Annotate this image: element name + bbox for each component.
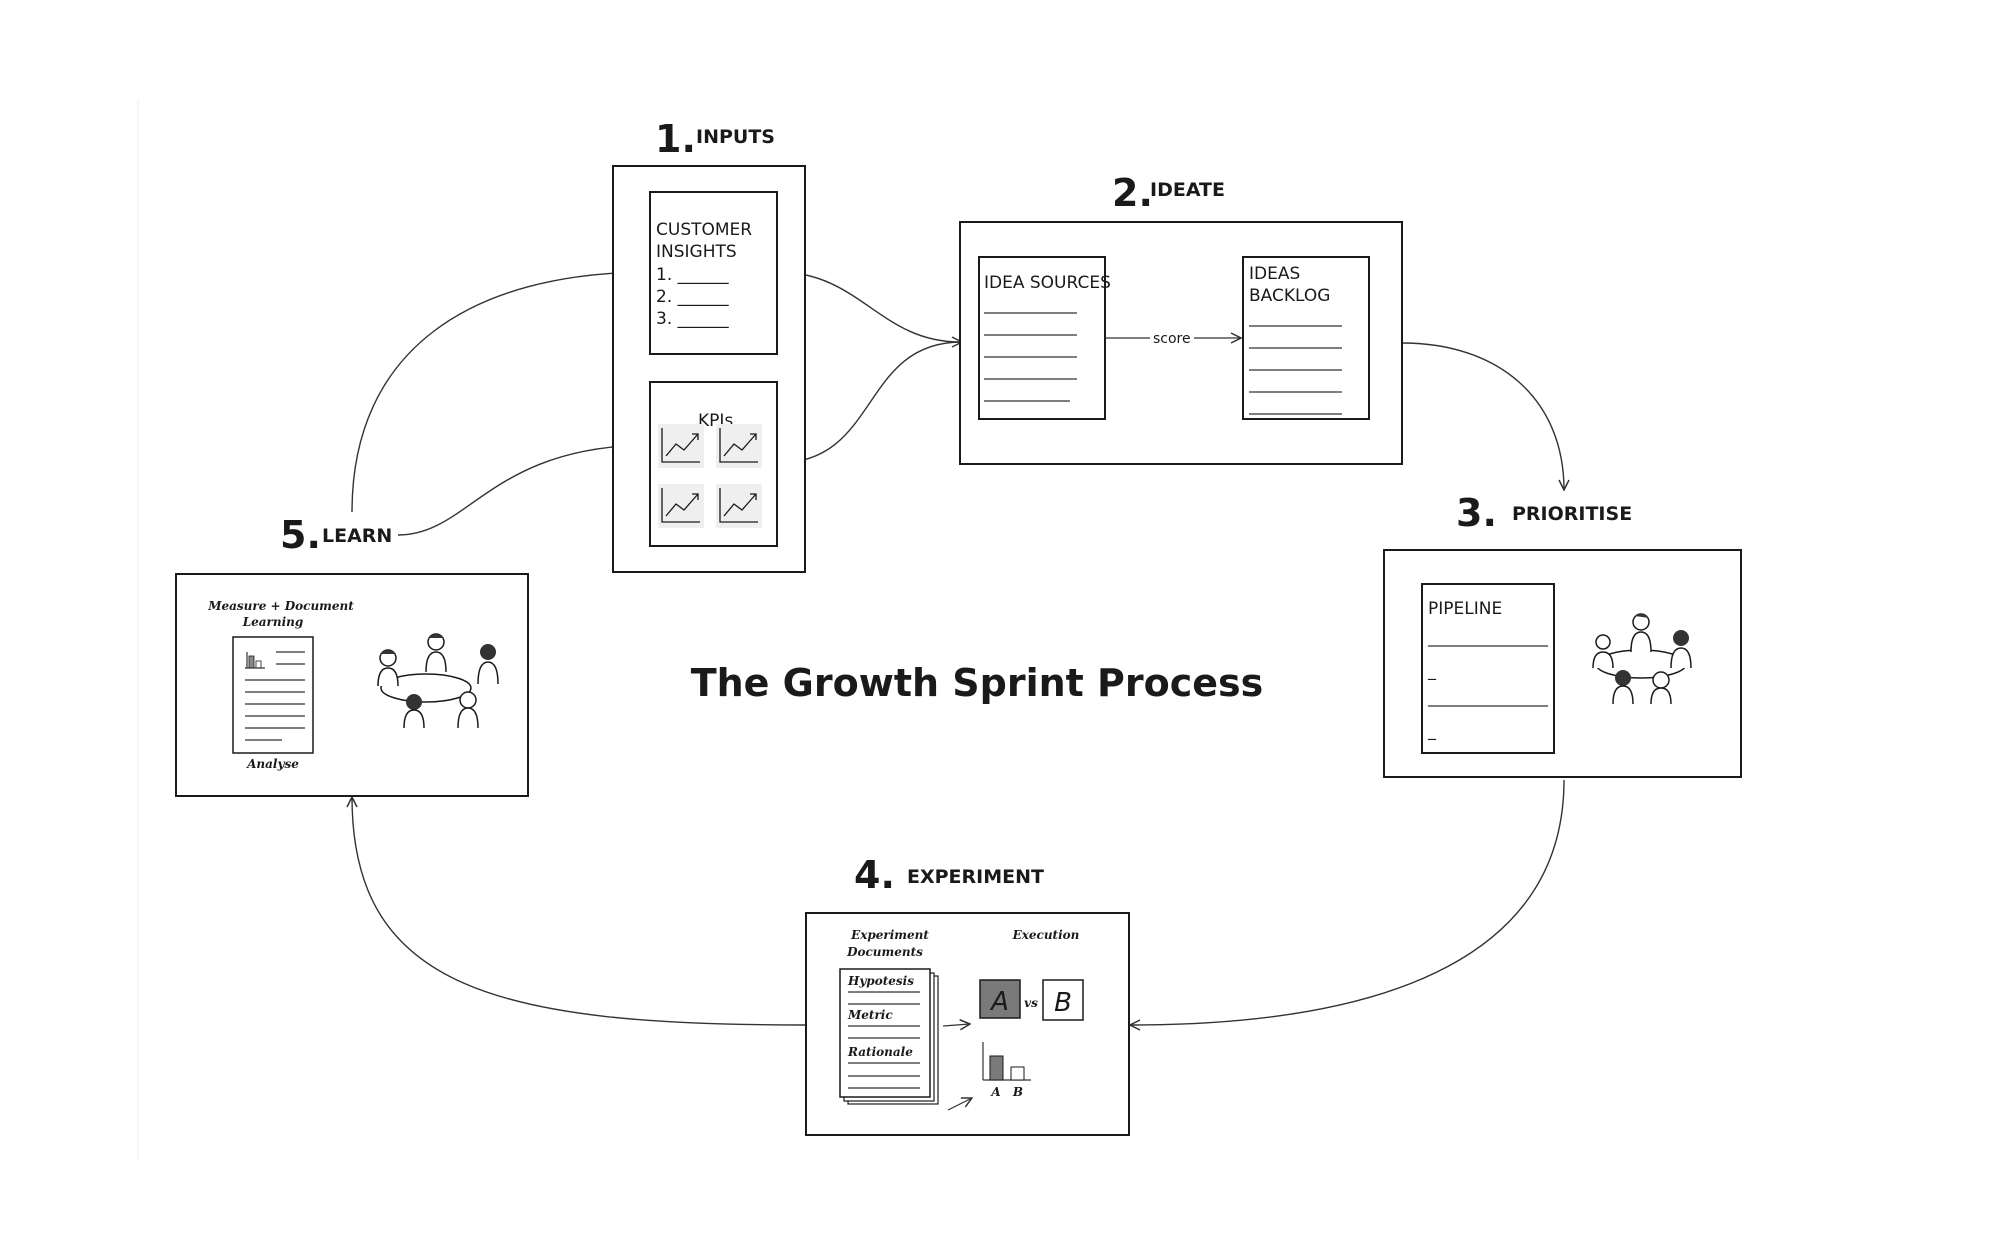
- step-label: IDEATE: [1150, 179, 1225, 201]
- step-label: INPUTS: [696, 126, 775, 148]
- svg-text:A: A: [990, 1085, 1000, 1099]
- results-arrow: [947, 1098, 972, 1111]
- step-inputs: 1. INPUTS CUSTOMER INSIGHTS 1. ______ 2.…: [612, 117, 806, 573]
- doc-field: Metric: [847, 1008, 893, 1022]
- analyse-caption: Analyse: [246, 757, 299, 771]
- execution-heading: Execution: [1012, 928, 1080, 942]
- svg-text:Learning: Learning: [242, 615, 304, 629]
- customer-insights-title: CUSTOMER: [656, 220, 752, 240]
- step-ideate: 2. IDEATE IDEA SOURCES score IDEAS BACKL…: [959, 171, 1403, 465]
- ideas-backlog-title: IDEAS: [1249, 264, 1300, 284]
- idea-sources-card: IDEA SOURCES: [978, 256, 1111, 420]
- step-label: PRIORITISE: [1512, 503, 1632, 525]
- svg-text:A: A: [989, 987, 1009, 1017]
- insight-item: 1. ______: [656, 265, 729, 285]
- kpi-chart-icon: [658, 424, 704, 468]
- experiment-documents-heading: Experiment: [850, 928, 929, 942]
- ab-results-chart: A B: [982, 1042, 1031, 1099]
- variant-a-card: A: [979, 979, 1021, 1019]
- vs-label: vs: [1024, 996, 1038, 1010]
- doc-field: Hypotesis: [847, 974, 914, 988]
- ideas-backlog-card: IDEAS BACKLOG: [1242, 256, 1370, 420]
- step-number: 4.: [854, 853, 895, 897]
- pipeline-card: PIPELINE _ _: [1421, 583, 1555, 754]
- svg-text:INSIGHTS: INSIGHTS: [656, 242, 737, 262]
- kpi-chart-icon: [716, 484, 762, 528]
- step-learn: 5. LEARN Measure + Document Learning Ana…: [175, 513, 529, 797]
- score-label: score: [1153, 331, 1191, 347]
- analysis-document: [232, 636, 314, 754]
- step-number: 3.: [1456, 491, 1497, 535]
- svg-text:BACKLOG: BACKLOG: [1249, 286, 1330, 306]
- svg-text:B: B: [1054, 988, 1072, 1018]
- step-number: 1.: [655, 117, 696, 161]
- experiment-documents-stack: Hypotesis Metric Rationale: [839, 968, 939, 1105]
- insight-item: 2. ______: [656, 287, 729, 307]
- step-label: EXPERIMENT: [907, 866, 1044, 888]
- connectors: [352, 272, 1564, 1025]
- learn-heading: Measure + Document: [207, 599, 354, 613]
- doc-field: Rationale: [847, 1045, 913, 1059]
- kpis-card: KPIs: [649, 381, 778, 547]
- connector-prioritise-to-experiment: [1130, 779, 1565, 1025]
- pipeline-title: PIPELINE: [1428, 599, 1502, 619]
- step-experiment: 4. EXPERIMENT Experiment Documents Execu…: [805, 853, 1130, 1136]
- connector-ideate-to-prioritise: [1401, 342, 1564, 490]
- team-meeting-illustration: [377, 633, 499, 729]
- step-label: LEARN: [322, 525, 392, 547]
- connector-insights-to-ideate: [777, 271, 961, 343]
- pipeline-item: _: [1427, 721, 1437, 741]
- pipeline-item: _: [1427, 661, 1437, 681]
- customer-insights-card: CUSTOMER INSIGHTS 1. ______ 2. ______ 3.…: [649, 191, 778, 355]
- connector-learn-to-insights: [351, 272, 652, 513]
- step-prioritise: 3. PRIORITISE PIPELINE _ _: [1383, 491, 1742, 778]
- step-number: 2.: [1112, 171, 1153, 215]
- idea-sources-title: IDEA SOURCES: [984, 273, 1111, 293]
- connector-learn-to-kpis: [397, 445, 652, 536]
- team-meeting-illustration: [1592, 613, 1692, 705]
- kpi-chart-icon: [716, 424, 762, 468]
- kpi-chart-icon: [658, 484, 704, 528]
- diagram-title: The Growth Sprint Process: [691, 661, 1264, 705]
- connector-kpis-to-ideate: [777, 342, 962, 464]
- variant-b-card: B: [1042, 979, 1084, 1021]
- insight-item: 3. ______: [656, 309, 729, 329]
- connector-experiment-to-learn: [352, 797, 807, 1026]
- svg-text:B: B: [1012, 1085, 1023, 1099]
- svg-text:Documents: Documents: [846, 945, 923, 959]
- step-number: 5.: [280, 513, 321, 557]
- docs-to-execution-arrow: [942, 1024, 970, 1026]
